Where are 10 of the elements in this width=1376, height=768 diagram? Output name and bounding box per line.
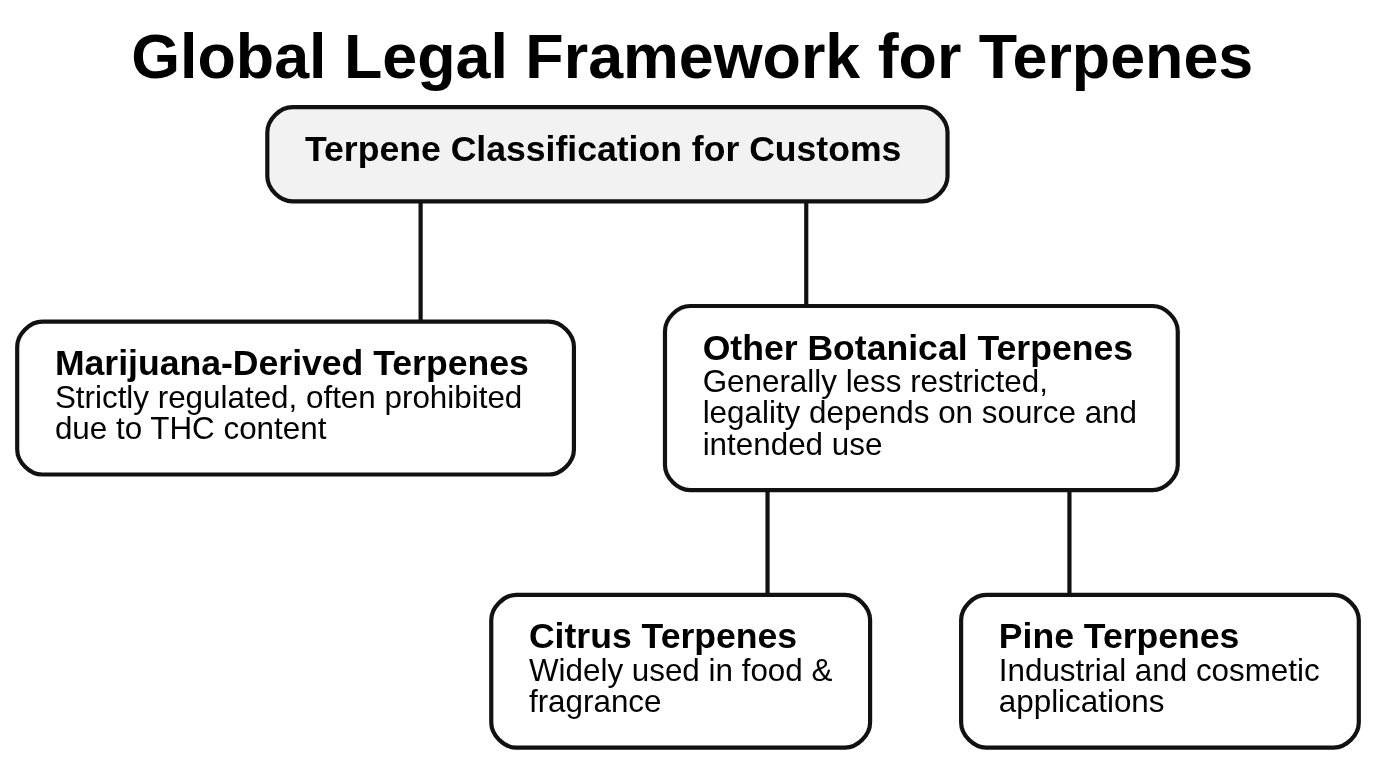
diagram-title: Global Legal Framework for Terpenes <box>131 20 1254 91</box>
node-box: Pine Terpenes Industrial and cosmetic applications <box>959 592 1361 750</box>
connector <box>804 201 809 305</box>
connector <box>765 490 770 594</box>
node-box: Terpene Classification for Customs <box>265 104 950 203</box>
connector <box>1067 490 1072 594</box>
node-box: Citrus Terpenes Widely used in food & fragrance <box>489 592 873 750</box>
node-box: Marijuana-Derived Terpenes Strictly regulated, often prohibited due to THC content <box>15 319 577 477</box>
connector <box>418 201 423 321</box>
node-box: Other Botanical Terpenes Generally less restricted, legality depends on source and intended use <box>662 303 1180 492</box>
